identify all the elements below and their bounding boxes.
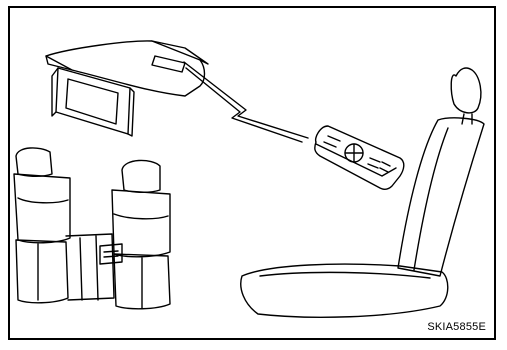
- remote-control-icon: [315, 126, 404, 189]
- rear-entertainment-illustration: [10, 8, 494, 338]
- overhead-dvd-screen-icon: [46, 41, 208, 136]
- rear-seat-icon: [14, 148, 170, 309]
- vehicle-seat-icon: [241, 68, 484, 317]
- lightning-signal-icon: [184, 62, 308, 142]
- figure-code: SKIA5855E: [427, 321, 486, 333]
- illustration-frame: SKIA5855E: [8, 6, 496, 340]
